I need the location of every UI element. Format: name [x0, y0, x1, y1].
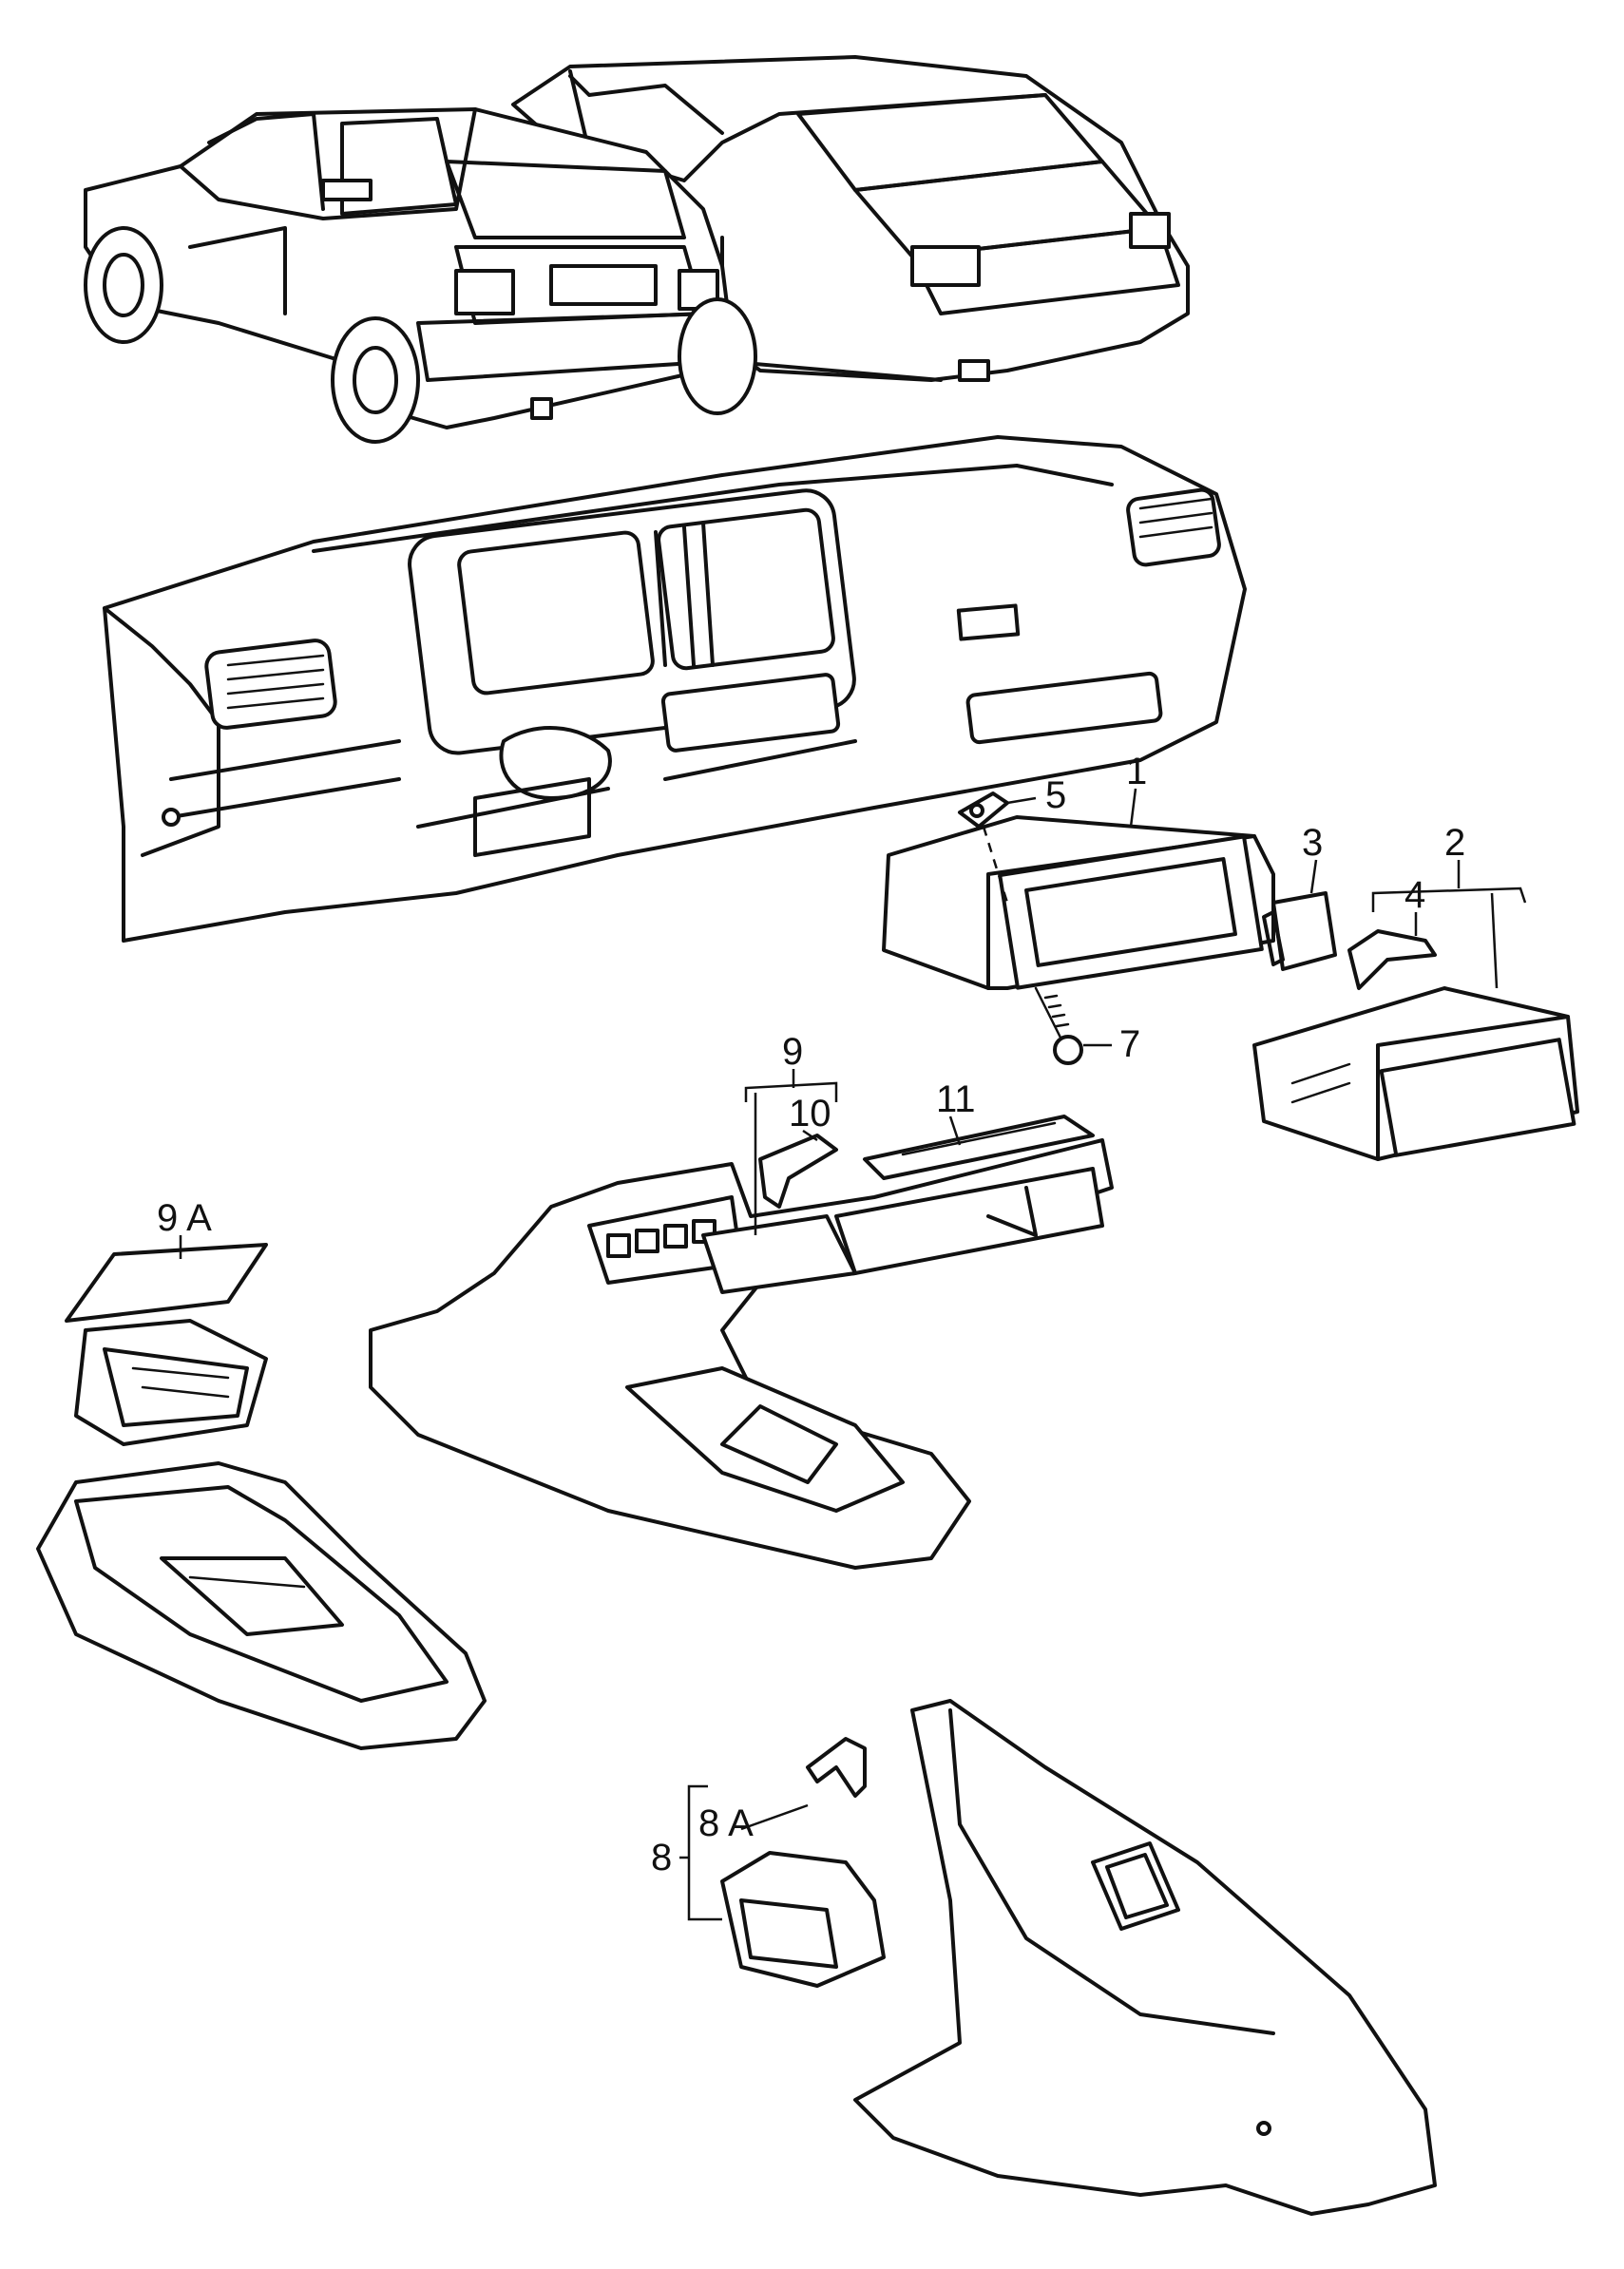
dashboard — [103, 435, 1247, 943]
callout-8a: 8 A — [698, 1802, 754, 1844]
vehicle-hatchback — [84, 107, 757, 444]
callout-11: 11 — [936, 1078, 976, 1120]
part-10-trim — [758, 1134, 838, 1209]
part-4-bracket — [1347, 929, 1437, 990]
part-2-storage-tray — [1252, 986, 1579, 1161]
part-8-tray — [720, 1851, 886, 1988]
callout-5: 5 — [1045, 774, 1066, 816]
part-11-trim-strip — [863, 1115, 1095, 1180]
callout-2: 2 — [1444, 822, 1465, 864]
callout-4: 4 — [1404, 874, 1425, 916]
part-1-storage-pocket — [882, 815, 1275, 990]
part-7-screw — [1034, 986, 1083, 1065]
callout-1: 1 — [1126, 751, 1147, 792]
callout-8: 8 — [651, 1837, 672, 1878]
part-8a-bracket — [806, 1737, 867, 1798]
callout-9a: 9 A — [157, 1197, 212, 1239]
lower-console — [36, 1461, 487, 1750]
part-3-cover — [1262, 891, 1337, 971]
part-9a-box-with-lid — [65, 1243, 268, 1446]
center-console — [369, 1138, 1114, 1570]
leader-lines — [179, 788, 1527, 1921]
callouts: 1 5 3 2 4 7 9 10 11 9 A 8 A 8 — [157, 751, 1465, 1878]
callout-9: 9 — [782, 1031, 803, 1073]
side-trim-panel — [853, 1699, 1437, 2216]
callout-3: 3 — [1302, 822, 1323, 864]
callout-7: 7 — [1119, 1023, 1140, 1065]
callout-10: 10 — [789, 1093, 831, 1134]
